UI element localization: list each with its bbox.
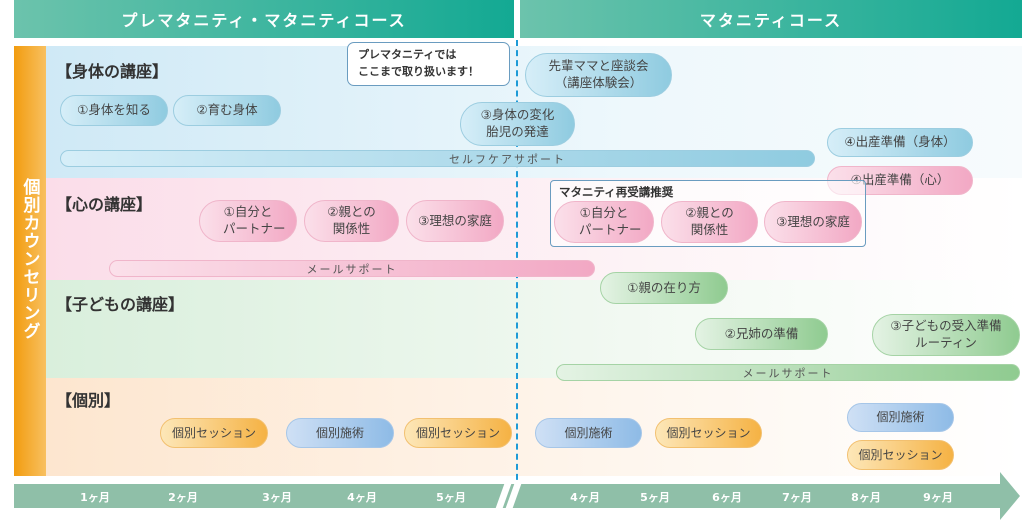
section-mind-title: 【心の講座】 [56,195,153,214]
bar-mail-support-child: メールサポート [556,364,1020,381]
tick-label: 2ヶ月 [168,491,198,504]
pill-retake-2: ②親との 関係性 [661,201,758,243]
pill-session: 個別セッション [655,418,762,448]
bar-mail-support-mind: メールサポート [109,260,595,277]
pill-child-2: ②兄姉の準備 [695,318,828,350]
section-individual-title: 【個別】 [56,391,121,410]
pill-session: 個別セッション [160,418,268,448]
speech-bubble: プレマタニティでは ここまで取り扱います！ [347,42,510,86]
pill-mind-2: ②親との 関係性 [304,200,399,242]
header-mat: マタニティコース [520,0,1022,38]
pill-mind-3: ③理想の家庭 [406,200,504,242]
tick-label: 4ヶ月 [347,491,377,504]
tick-label: 6ヶ月 [712,491,742,504]
section-body-title: 【身体の講座】 [56,62,169,81]
pill-child-3: ③子どもの受入準備 ルーティン [872,314,1020,356]
pill-body-1: ①身体を知る [60,95,168,126]
pill-retake-3: ③理想の家庭 [764,201,862,243]
tick-label: 7ヶ月 [782,491,812,504]
pill-treatment: 個別施術 [286,418,394,448]
tick-label: 8ヶ月 [851,491,881,504]
tick-label: 5ヶ月 [640,491,670,504]
timeline-axis [14,472,1020,520]
pill-session: 個別セッション [404,418,512,448]
pill-senior-mama: 先輩ママと座談会 （講座体験会） [525,53,672,97]
tick-label: 5ヶ月 [436,491,466,504]
retake-box-title: マタニティ再受講推奨 [559,185,674,199]
pill-retake-1: ①自分と パートナー [554,201,654,243]
tick-label: 1ヶ月 [80,491,110,504]
pill-body-2: ②育む身体 [173,95,281,126]
pill-mind-1: ①自分と パートナー [199,200,297,242]
pill-treatment: 個別施術 [535,418,642,448]
pill-child-1: ①親の在り方 [600,272,728,304]
bar-selfcare-support: セルフケアサポート [60,150,815,167]
pill-treatment: 個別施術 [847,403,954,432]
tick-label: 4ヶ月 [570,491,600,504]
header-premat: プレマタニティ・マタニティコース [14,0,514,38]
pill-body-4: ④出産準備（身体） [827,128,973,157]
section-child-title: 【子どもの講座】 [56,295,185,314]
tick-label: 3ヶ月 [262,491,292,504]
pill-session: 個別セッション [847,440,954,470]
tick-label: 9ヶ月 [923,491,953,504]
pill-body-3: ③身体の変化 胎児の発達 [460,102,575,146]
sidebar-counseling: 個別カウンセリング [14,46,46,476]
band-child [46,280,1022,378]
